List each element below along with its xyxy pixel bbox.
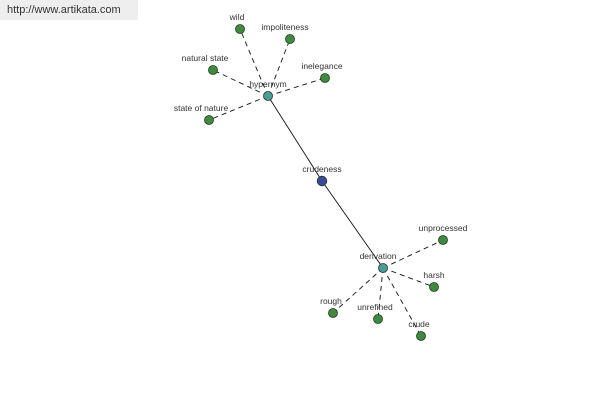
site-link[interactable]: http://www.artikata.com	[0, 0, 138, 20]
term-node-natural-state[interactable]: natural state	[182, 53, 229, 75]
term-node-label: unrefined	[357, 302, 393, 312]
edge-hypernym-to-impoliteness	[267, 38, 291, 97]
term-node-label: state of nature	[174, 103, 229, 113]
graph-edges	[208, 28, 444, 337]
relation-node-label: hypernym	[249, 79, 286, 89]
edge-derivation-to-harsh	[382, 267, 435, 288]
term-node-label: crude	[408, 319, 430, 329]
term-node-crude[interactable]: crude	[408, 319, 430, 341]
edge-hypernym-to-state-of-nature	[208, 95, 269, 121]
term-node-inelegance[interactable]: inelegance	[301, 61, 343, 83]
term-node-rough[interactable]: rough	[320, 296, 342, 318]
term-node-unrefined[interactable]: unrefined	[357, 302, 393, 324]
term-node-dot[interactable]	[208, 65, 218, 75]
edge-derivation-to-rough	[332, 267, 384, 314]
term-node-dot[interactable]	[285, 34, 295, 44]
term-node-label: rough	[320, 296, 342, 306]
edge-hypernym-to-inelegance	[267, 77, 326, 97]
term-node-harsh[interactable]: harsh	[423, 270, 445, 292]
term-node-dot[interactable]	[438, 235, 448, 245]
term-node-dot[interactable]	[235, 24, 245, 34]
term-node-dot[interactable]	[416, 331, 426, 341]
edge-center-to-derivation	[321, 180, 384, 269]
edge-derivation-to-crude	[382, 267, 422, 337]
edge-hypernym-to-wild	[239, 28, 269, 97]
term-node-label: unprocessed	[419, 223, 468, 233]
term-node-dot[interactable]	[429, 282, 439, 292]
term-node-wild[interactable]: wild	[229, 12, 245, 34]
term-node-label: wild	[229, 12, 245, 22]
term-node-impoliteness[interactable]: impoliteness	[261, 22, 309, 44]
relation-node-dot[interactable]	[263, 91, 273, 101]
relation-node-derivation[interactable]: derivation	[360, 251, 397, 273]
center-node-dot[interactable]	[316, 175, 328, 187]
term-node-label: inelegance	[301, 61, 342, 71]
term-node-dot[interactable]	[373, 314, 383, 324]
center-node-label: crudeness	[302, 164, 341, 174]
relation-node-dot[interactable]	[378, 263, 388, 273]
graph-nodes: wild impoliteness natural state inelegance s…	[174, 12, 468, 341]
edge-center-to-hypernym	[267, 95, 323, 182]
term-node-unprocessed[interactable]: unprocessed	[419, 223, 468, 245]
center-node-crudeness[interactable]: crudeness	[302, 164, 342, 187]
term-node-label: harsh	[423, 270, 445, 280]
term-node-dot[interactable]	[204, 115, 214, 125]
relation-node-hypernym[interactable]: hypernym	[249, 79, 287, 101]
term-node-state-of-nature[interactable]: state of nature	[174, 103, 229, 125]
relation-node-label: derivation	[360, 251, 397, 261]
edge-hypernym-to-natural-state	[212, 69, 269, 97]
term-node-label: impoliteness	[261, 22, 308, 32]
term-node-dot[interactable]	[328, 308, 338, 318]
edge-derivation-to-unprocessed	[382, 239, 444, 269]
term-node-label: natural state	[182, 53, 229, 63]
term-node-dot[interactable]	[320, 73, 330, 83]
